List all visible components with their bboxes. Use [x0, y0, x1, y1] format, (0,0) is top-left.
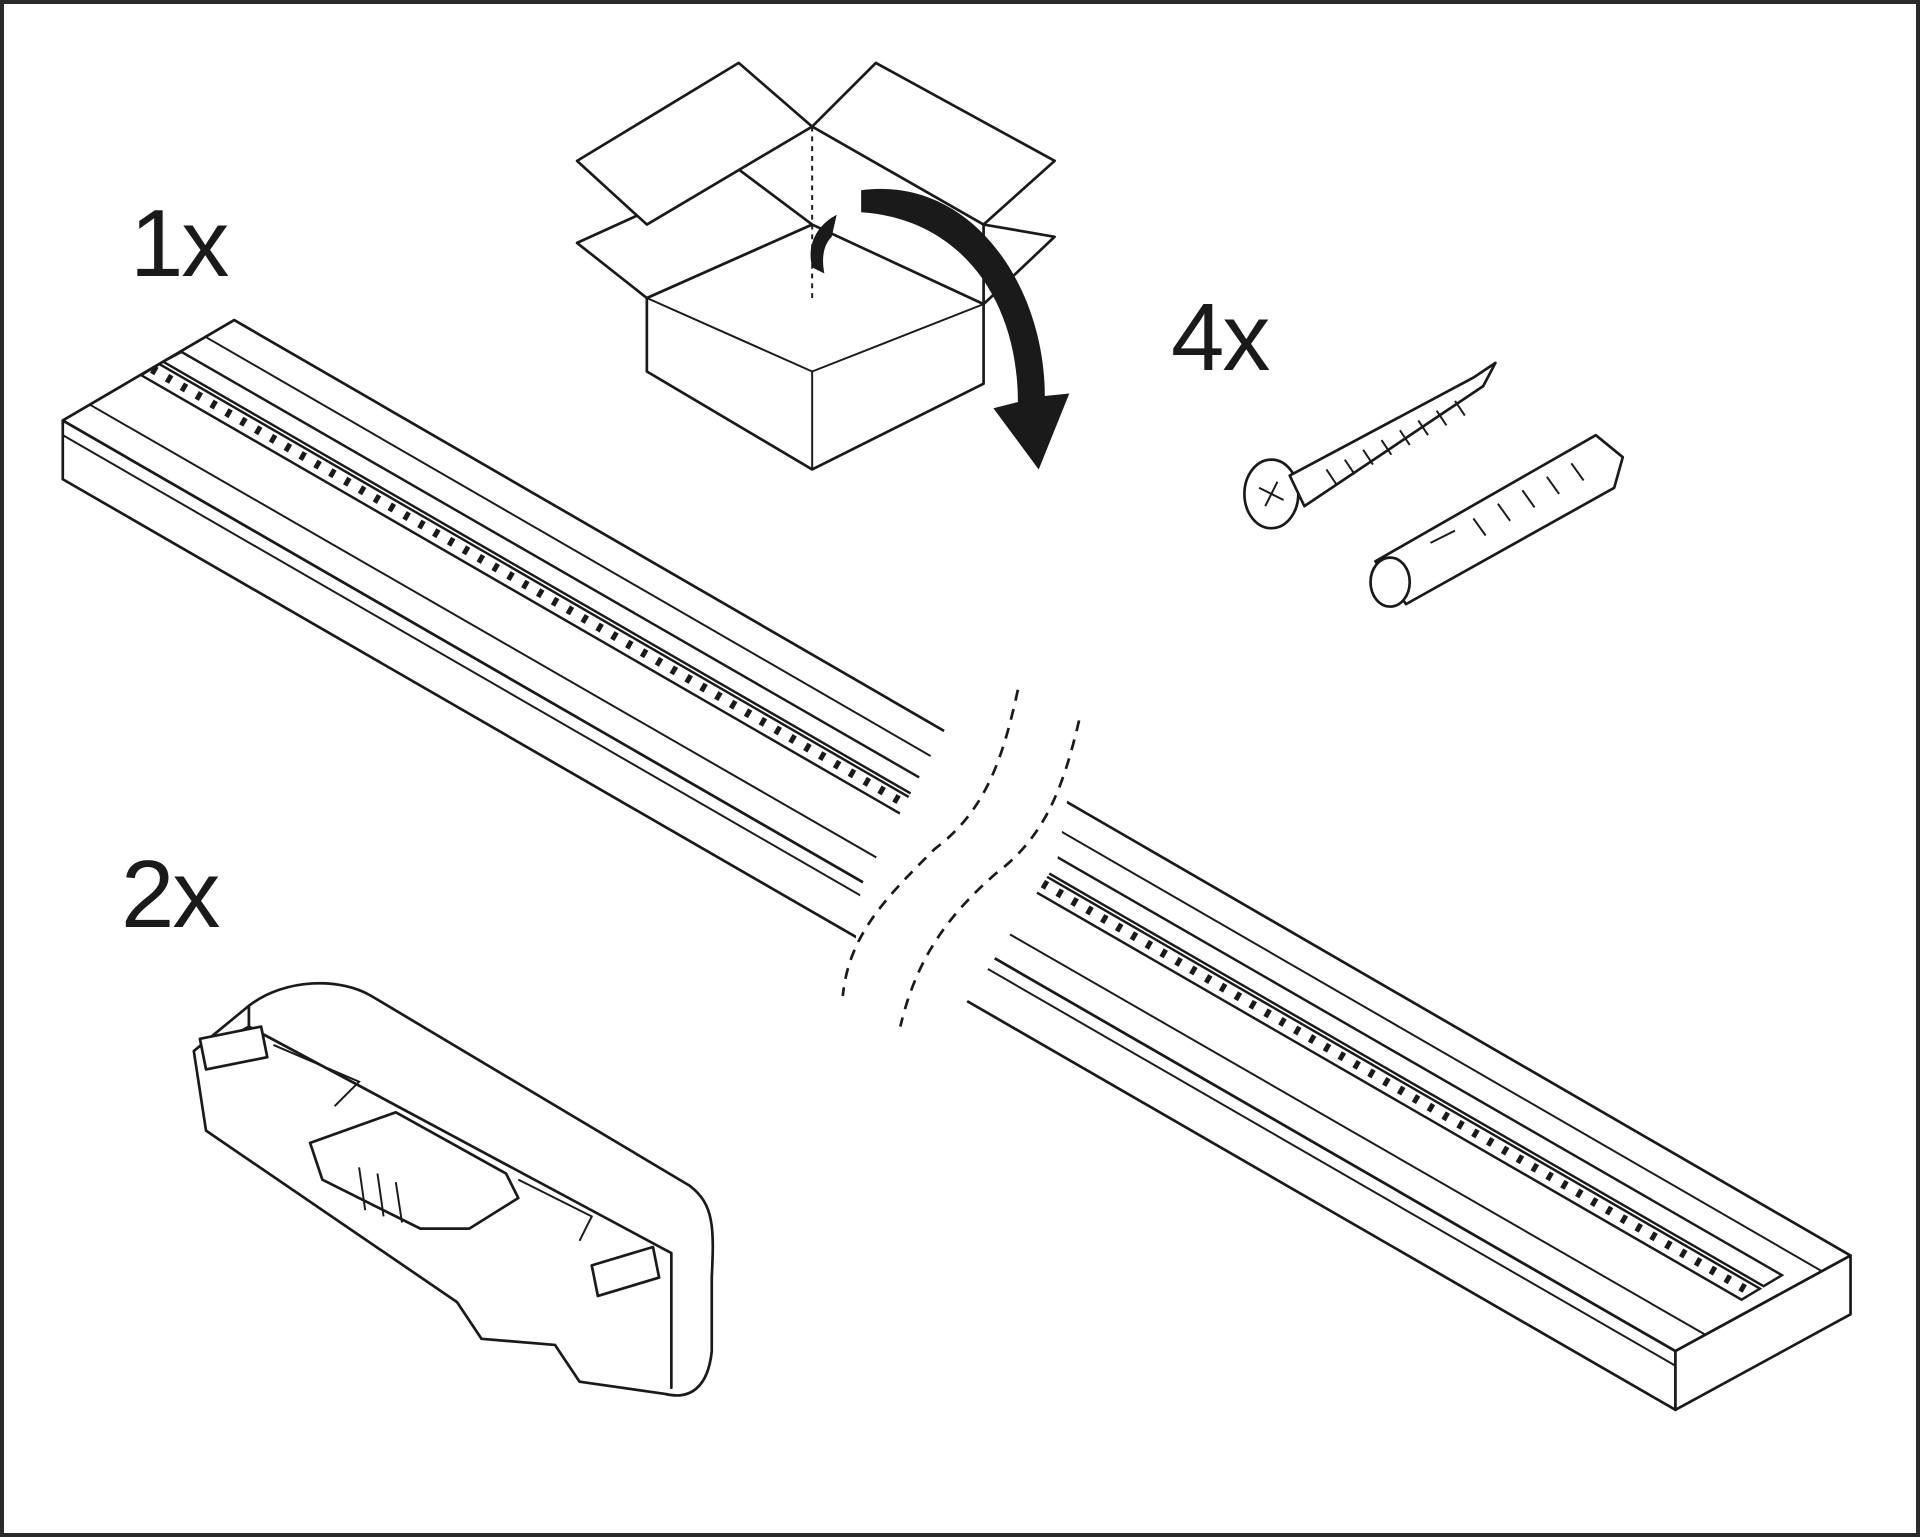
led-profile-rail [61, 318, 1852, 1412]
open-box-icon [575, 61, 1056, 471]
end-cap [192, 981, 715, 1397]
rail-end-face [1674, 1254, 1852, 1412]
turn-over-arrow-icon [810, 188, 1070, 470]
endcaps-quantity-label: 2x [121, 841, 220, 948]
screws-quantity-label: 4x [1171, 284, 1270, 391]
rail-break-gap [848, 689, 1082, 1033]
break-line-right [899, 720, 1081, 1027]
profile-quantity-label: 1x [130, 190, 229, 297]
break-line-left [841, 689, 1020, 997]
wall-plug-icon [1369, 433, 1625, 608]
diagram-drawing [61, 61, 1852, 1412]
screw-icon [1243, 361, 1497, 530]
